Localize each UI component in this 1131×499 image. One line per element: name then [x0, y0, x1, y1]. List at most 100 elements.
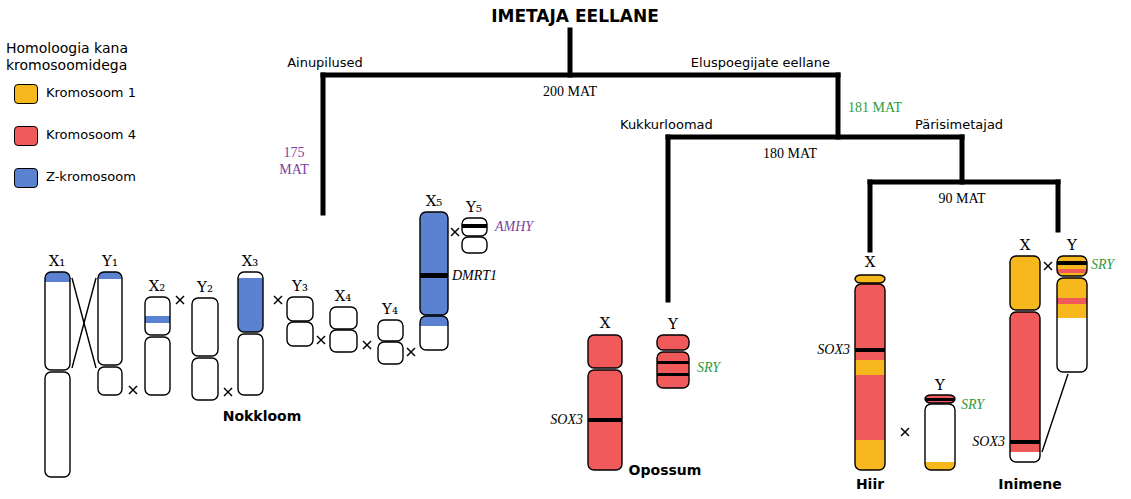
chromosome-label: X₁	[49, 252, 66, 270]
chromosome-arm	[588, 335, 622, 368]
chromosome-arm	[238, 334, 263, 395]
arm-bands	[925, 395, 955, 403]
arm-outline	[45, 272, 70, 370]
pairing-line	[407, 348, 415, 356]
chromosomes	[45, 212, 1087, 477]
arm-outline	[855, 284, 885, 470]
arm-outline	[287, 297, 313, 321]
chromosome-arm	[238, 272, 263, 332]
chromosome-band	[238, 278, 263, 332]
chromosome-band	[657, 352, 689, 388]
arm-fill	[462, 237, 487, 253]
chromosome-arm	[98, 367, 122, 395]
chromosome-arm	[855, 284, 885, 470]
tree-branch	[666, 137, 671, 300]
chromosome-arm	[420, 212, 448, 315]
arm-bands	[657, 335, 689, 350]
chromosome-arm	[657, 352, 689, 388]
arm-bands	[1057, 278, 1087, 318]
pairing-line	[176, 296, 184, 304]
arm-fill	[420, 212, 448, 315]
chromosome-arm	[1057, 256, 1087, 276]
arm-bands	[462, 224, 487, 228]
arm-bands	[855, 284, 885, 470]
chromosome-band	[420, 212, 448, 315]
chromosome-arm	[657, 335, 689, 350]
arm-fill	[287, 297, 313, 321]
arm-outline	[1057, 278, 1087, 372]
chromosome-band	[420, 316, 448, 326]
arm-fill	[378, 342, 403, 364]
chromosome-arm	[925, 404, 955, 470]
chromosome-arm	[287, 322, 313, 346]
arm-outline	[588, 335, 622, 368]
arm-fill	[145, 337, 170, 395]
pairing-line	[407, 348, 415, 356]
divergence-time: 200 MAT	[543, 84, 597, 101]
pairing-line	[129, 386, 137, 394]
pairing-line	[451, 228, 459, 236]
clade-name: Kukkurloomad	[620, 117, 713, 133]
chromosome-band	[657, 361, 689, 364]
pairing-line	[176, 296, 184, 304]
arm-bands	[1057, 256, 1087, 276]
arm-outline	[1010, 256, 1040, 310]
divergence-time: 181 MAT	[848, 100, 902, 117]
chromosome-arm	[378, 342, 403, 364]
arm-fill	[855, 284, 885, 470]
tree-branch	[960, 137, 965, 182]
chromosome-arm	[588, 370, 622, 470]
pairing-line	[363, 341, 371, 349]
chromosome-arm	[1010, 312, 1040, 462]
arm-fill	[98, 367, 122, 395]
chromosome-label: X₂	[149, 277, 166, 295]
chromosome-band	[657, 335, 689, 350]
arm-fill	[855, 275, 885, 283]
chromosome-arm	[1057, 278, 1087, 372]
arm-outline	[45, 372, 70, 477]
legend-swatch	[14, 168, 38, 188]
arm-outline	[287, 322, 313, 346]
arm-outline	[330, 330, 357, 352]
arm-fill	[238, 334, 263, 395]
arm-fill	[657, 335, 689, 350]
arm-fill	[420, 316, 448, 350]
species-name: Opossum	[629, 462, 702, 479]
chromosome-arm	[145, 337, 170, 395]
chromosome-band	[925, 395, 955, 403]
arm-fill	[925, 404, 955, 470]
legend-swatch	[14, 84, 38, 104]
pairing-line	[224, 388, 232, 396]
arm-fill	[925, 395, 955, 403]
arm-outline	[330, 307, 357, 329]
arm-fill	[330, 330, 357, 352]
arm-fill	[462, 218, 487, 236]
chromosome-label: Y₂	[197, 278, 213, 296]
legend-swatch	[14, 126, 38, 146]
tree-branch	[323, 73, 838, 78]
chromosome-band	[1057, 256, 1087, 276]
arm-outline	[238, 272, 263, 332]
arm-outline	[98, 367, 122, 395]
arm-fill	[192, 298, 218, 356]
arm-outline	[238, 334, 263, 395]
chromosome-band	[1057, 298, 1087, 304]
chromosome-band	[588, 335, 622, 368]
arm-fill	[1057, 278, 1087, 372]
gene-label: SRY	[697, 360, 720, 377]
species-name: Inimene	[998, 476, 1062, 493]
arm-outline	[378, 320, 403, 341]
arm-fill	[588, 335, 622, 368]
arm-bands	[855, 275, 885, 283]
arm-outline	[145, 337, 170, 395]
arm-outline	[925, 395, 955, 403]
tree-branch	[870, 180, 1058, 185]
tree-branch	[668, 135, 962, 140]
chromosome-arm	[1010, 256, 1040, 310]
clade-name: Pärisimetajad	[915, 117, 1003, 133]
chromosome-band	[855, 440, 885, 470]
pairing-line	[901, 428, 909, 436]
divergence-time: 175 MAT	[276, 145, 312, 179]
legend-text: Kromosoom 1	[46, 85, 136, 100]
chromosome-arm	[855, 275, 885, 283]
